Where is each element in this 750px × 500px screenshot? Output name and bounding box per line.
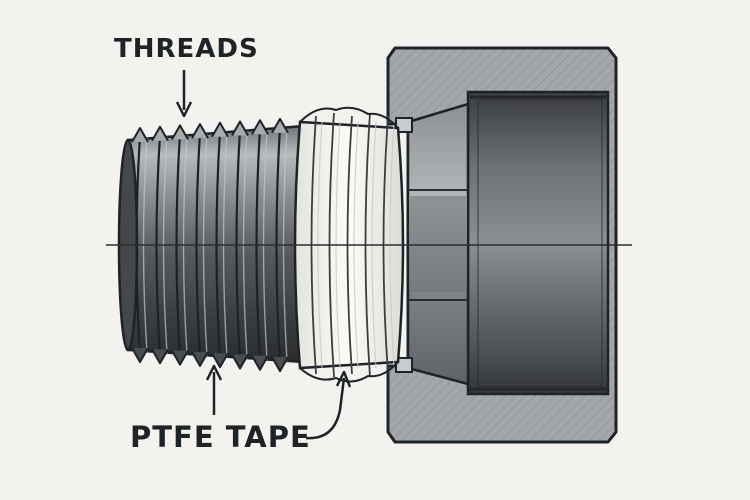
thread-tooth-bottom [131, 347, 149, 363]
thread-tooth-bottom [231, 354, 249, 370]
thread-tooth-bottom [171, 350, 189, 366]
thread-tooth-top [211, 121, 229, 138]
thread-tooth-top [191, 123, 209, 139]
threaded-pipe [117, 117, 306, 373]
thread-tooth-top [271, 117, 289, 134]
threads-pointer-arrow [175, 70, 193, 118]
thread-tooth-top [251, 119, 269, 135]
thread-teeth [131, 117, 289, 373]
thread-tooth-top [231, 120, 249, 136]
thread-tooth-top [151, 125, 169, 142]
thread-tooth-top [171, 124, 189, 140]
thread-tooth-bottom [191, 351, 209, 367]
thread-tooth-top [131, 127, 149, 143]
thread-tooth-bottom [271, 356, 289, 373]
tape-pointer-arrow-left [205, 364, 223, 415]
thread-tooth-bottom [251, 355, 269, 371]
threads-label: THREADS [114, 34, 259, 64]
tape-pointer-arrow-right [305, 370, 352, 440]
thread-tooth-bottom [151, 348, 169, 365]
thread-tooth-bottom [211, 352, 229, 369]
ptfe-tape-label: PTFE TAPE [130, 420, 311, 454]
